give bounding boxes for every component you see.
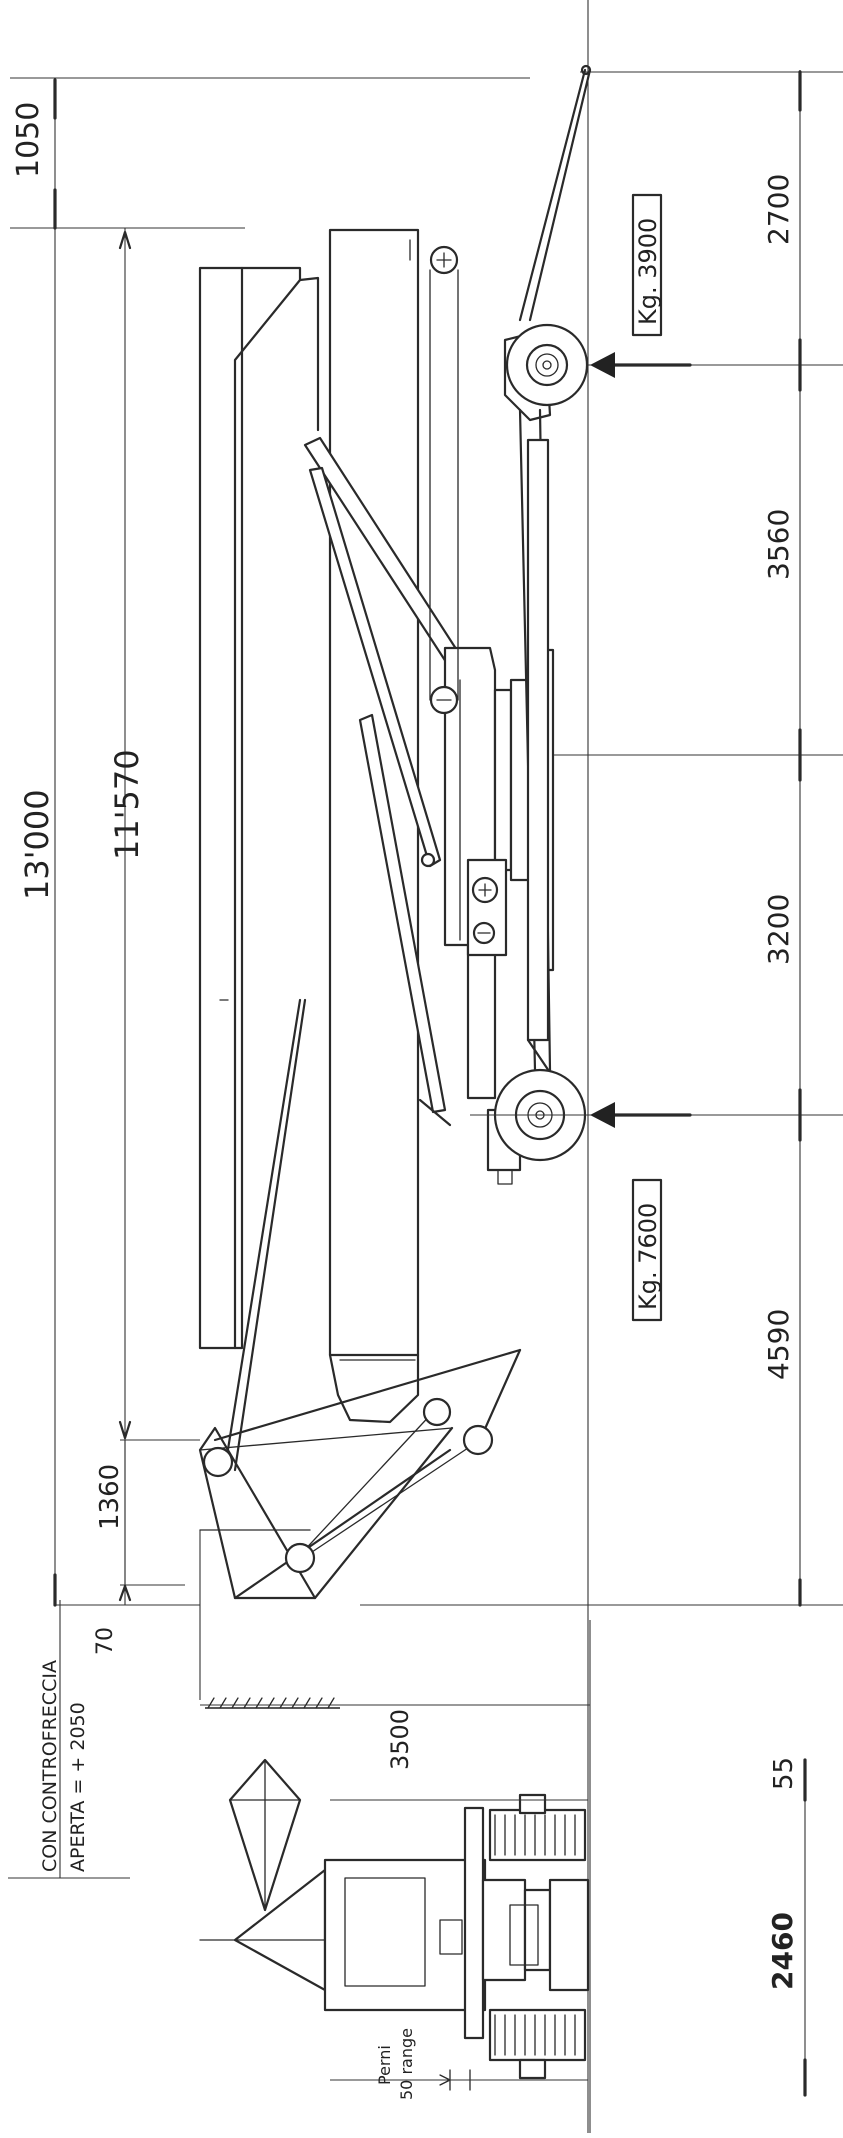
counter-jib-note-line2: APERTA = + 2050: [67, 1702, 89, 1872]
rear-load-arrow: [590, 352, 692, 378]
segment-lower-mid-label: 3200: [762, 894, 795, 965]
front-wheel: [470, 1068, 600, 1162]
rear-wheel: [505, 323, 589, 407]
segment-bottom-label: 4590: [762, 1309, 795, 1380]
rear-weight-box: [631, 193, 663, 337]
top-overhang-label: 1050: [11, 102, 46, 178]
right-dimension-lines: [360, 70, 843, 2097]
front-axle-weight: Kg. 7600: [634, 1203, 662, 1310]
front-view: [199, 1697, 590, 2091]
front-width-label: 2460: [766, 1912, 799, 1990]
track-width-label: 3500: [386, 1709, 414, 1770]
front-55-label: 55: [769, 1757, 799, 1790]
offset-136-label: 1360: [95, 1464, 125, 1530]
left-dimension-lines: [8, 77, 591, 2133]
weight-labels: Kg. 3900 Kg. 7600: [634, 218, 662, 1310]
segment-top-label: 2700: [762, 174, 795, 245]
boom-head: [198, 998, 522, 1600]
tower-struts: [303, 436, 462, 1127]
offset-70-label: 70: [93, 1627, 118, 1655]
dimension-labels: 1050 13'000 11'570 1360 70 3500 2700 356…: [11, 102, 799, 1990]
front-weight-box: [631, 1178, 663, 1322]
counter-jib-note-line1: CON CONTROFRECCIA: [39, 1660, 61, 1872]
outrigger-note-line1: Perni: [375, 2045, 394, 2085]
outrigger-note-line2: 50 range: [397, 2028, 416, 2100]
chassis: [486, 64, 592, 1185]
front-load-arrow: [590, 1102, 692, 1128]
total-length-label: 13'000: [18, 789, 56, 900]
notes: CON CONTROFRECCIA APERTA = + 2050 Perni …: [39, 1660, 416, 2100]
segment-upper-mid-label: 3560: [762, 509, 795, 580]
rear-axle-weight: Kg. 3900: [634, 218, 662, 325]
inner-length-label: 11'570: [108, 749, 146, 860]
